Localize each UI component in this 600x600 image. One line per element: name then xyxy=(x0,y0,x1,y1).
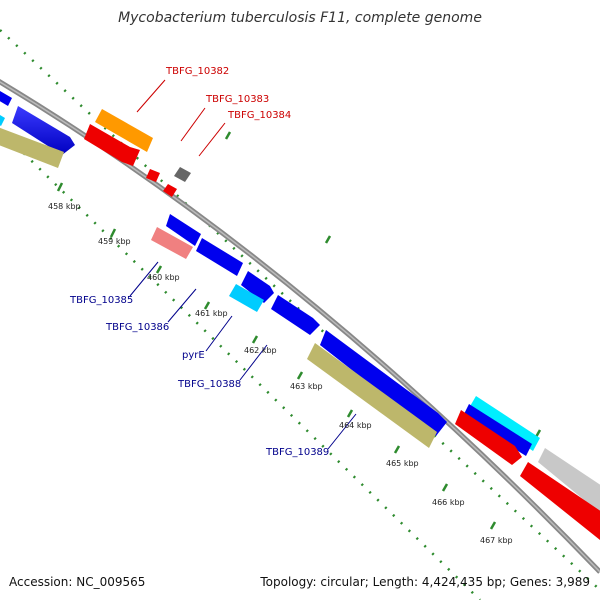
tick-label: 462 kbp xyxy=(244,346,277,355)
label-TBFG_10382: TBFG_10382 xyxy=(165,66,229,77)
label-TBFG_10385: TBFG_10385 xyxy=(69,295,133,306)
tick-label: 464 kbp xyxy=(339,421,372,430)
label-TBFG_10384: TBFG_10384 xyxy=(227,110,291,121)
gene-cyan-2 xyxy=(469,396,540,451)
gene-lightgray xyxy=(538,448,600,513)
leader-TBFG_10385 xyxy=(129,261,159,297)
major-tick-marks xyxy=(56,131,542,530)
gene-blue-2 xyxy=(12,106,75,155)
tick-label: 463 kbp xyxy=(290,382,323,391)
gene-blue-long xyxy=(320,330,447,436)
tick-label: 466 kbp xyxy=(432,498,465,507)
gene-TBFG_10382 xyxy=(95,109,153,152)
gene-TBFG_10389 xyxy=(307,343,437,448)
gene-TBFG_10386 xyxy=(196,238,243,276)
leader-TBFG_10382 xyxy=(136,79,166,113)
tick-label: 461 kbp xyxy=(195,309,228,318)
gene-khaki-1 xyxy=(0,127,64,168)
accession-text: Accession: NC_009565 xyxy=(9,575,146,589)
leader-TBFG_10384 xyxy=(198,122,226,157)
gene-TBFG_10388 xyxy=(271,295,320,335)
outer-tick-line xyxy=(0,29,600,591)
gene-blue-4 xyxy=(241,271,274,303)
leader-TBFG_10386 xyxy=(167,288,197,323)
tick-label: 467 kbp xyxy=(480,536,513,545)
gene-blue-5 xyxy=(463,404,532,456)
leader-TBFG_10388 xyxy=(239,344,268,381)
gene-pyrE xyxy=(229,284,264,312)
map-title: Mycobacterium tuberculosis F11, complete… xyxy=(118,10,482,26)
label-TBFG_10383: TBFG_10383 xyxy=(205,94,269,105)
tick-label: 465 kbp xyxy=(386,459,419,468)
gene-TBFG_10385 xyxy=(151,227,193,259)
leader-TBFG_10389 xyxy=(327,413,357,450)
gene-TBFG_10383 xyxy=(163,184,177,197)
gene-red-1 xyxy=(84,124,140,166)
tick-label: 458 kbp xyxy=(48,202,81,211)
summary-text: Topology: circular; Length: 4,424,435 bp… xyxy=(260,575,590,589)
label-TBFG_10386: TBFG_10386 xyxy=(105,322,169,333)
tick-label: 459 kbp xyxy=(98,237,131,246)
gene-blue-3 xyxy=(166,214,201,246)
gene-red-2 xyxy=(455,410,522,465)
tick-label: 460 kbp xyxy=(147,273,180,282)
gene-blue-edge-1 xyxy=(0,90,12,106)
label-TBFG_10388: TBFG_10388 xyxy=(177,379,241,390)
gene-red-3 xyxy=(520,462,600,540)
label-TBFG_10389: TBFG_10389 xyxy=(265,447,329,458)
leader-pyrE xyxy=(205,315,233,352)
label-pyrE: pyrE xyxy=(182,350,205,361)
inner-tick-line xyxy=(0,129,481,600)
gene-TBFG_10384 xyxy=(174,167,191,182)
leader-TBFG_10383 xyxy=(180,107,206,142)
gene-cyan-edge xyxy=(0,115,5,126)
gene-small-red-1 xyxy=(146,169,160,182)
